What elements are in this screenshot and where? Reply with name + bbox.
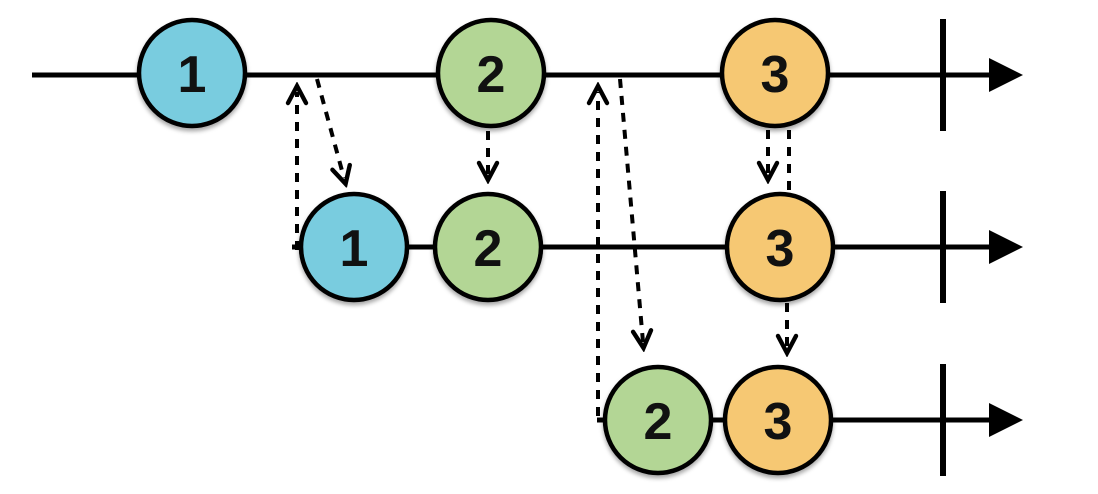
event-marble-1: 1 <box>136 17 248 129</box>
timeline-inner-1: 1 2 3 <box>292 191 1023 303</box>
event-label: 3 <box>766 220 795 278</box>
event-marble-2: 2 <box>602 364 714 476</box>
event-marble-3: 3 <box>722 364 834 476</box>
event-circle <box>602 364 714 476</box>
timeline-source: 1 2 3 <box>32 17 1023 131</box>
emit-arrow-1-down <box>315 78 344 178</box>
event-marble-2: 2 <box>432 191 544 303</box>
dashed-arrows-layer <box>297 78 789 416</box>
event-label: 1 <box>178 46 207 104</box>
emit-arrow-2b-down <box>618 78 643 342</box>
event-marble-2: 2 <box>435 17 547 129</box>
event-marble-1: 1 <box>298 191 410 303</box>
timeline-arrowhead-icon <box>989 58 1023 92</box>
event-label: 2 <box>474 220 503 278</box>
event-label: 1 <box>340 220 369 278</box>
event-marble-3: 3 <box>719 17 831 129</box>
event-label: 3 <box>764 393 793 451</box>
event-circle <box>722 364 834 476</box>
event-circle <box>136 17 248 129</box>
event-circle <box>724 191 836 303</box>
event-circle <box>719 17 831 129</box>
timeline-arrowhead-icon <box>989 403 1023 437</box>
event-circle <box>435 17 547 129</box>
event-label: 2 <box>477 46 506 104</box>
event-circle <box>298 191 410 303</box>
event-marble-3: 3 <box>724 191 836 303</box>
event-circle <box>432 191 544 303</box>
event-label: 3 <box>761 46 790 104</box>
timeline-arrowhead-icon <box>989 230 1023 264</box>
event-label: 2 <box>644 393 673 451</box>
